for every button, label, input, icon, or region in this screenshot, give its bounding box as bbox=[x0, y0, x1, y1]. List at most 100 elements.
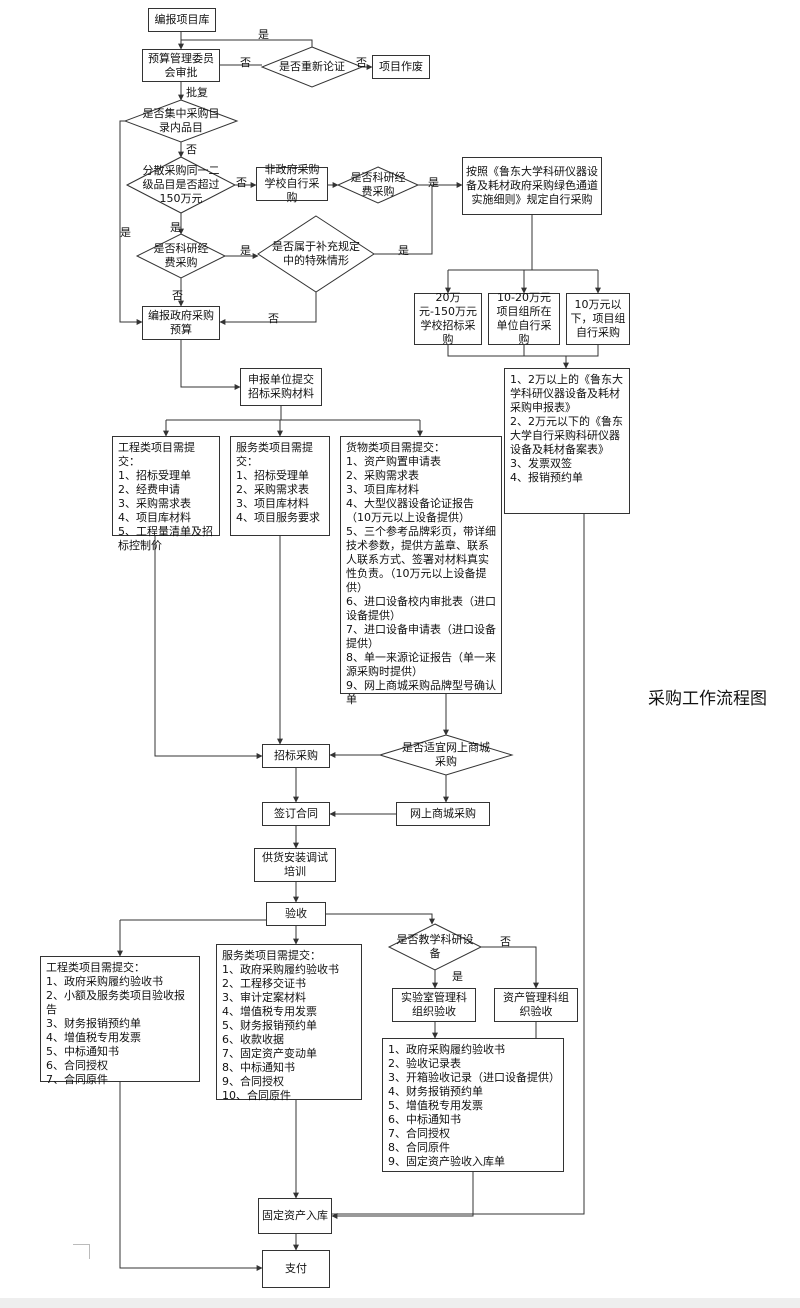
list-item: 2、采购需求表 bbox=[346, 469, 419, 482]
list-title: 服务类项目需提交： bbox=[222, 949, 321, 962]
decision-reargue-shape bbox=[260, 46, 364, 88]
list-title: 货物类项目需提交： bbox=[346, 441, 445, 454]
edge-label-no: 否 bbox=[356, 56, 367, 69]
list-item: 9、固定资产验收入库单 bbox=[388, 1155, 505, 1168]
list-item: 4、项目库材料 bbox=[118, 511, 191, 524]
connector-line bbox=[119, 1082, 263, 1271]
list-item: 3、项目库材料 bbox=[236, 497, 309, 510]
list-item: 4、增值税专用发票 bbox=[46, 1031, 141, 1044]
node-budget-approval: 预算管理委员会审批 bbox=[142, 49, 220, 82]
list-item: 5、财务报销预约单 bbox=[222, 1019, 317, 1032]
node-green-channel: 按照《鲁东大学科研仪器设备及耗材政府采购绿色通道实施细则》规定自行采购 bbox=[462, 157, 602, 215]
connector-line bbox=[154, 536, 263, 759]
node-range-10: 10万元以下，项目组自行采购 bbox=[566, 293, 630, 345]
list-item: 4、报销预约单 bbox=[510, 471, 583, 484]
list-item: 9、合同授权 bbox=[222, 1075, 284, 1088]
decision-special-case: 是否属于补充规定中的特殊情形 bbox=[272, 240, 360, 267]
connector-line bbox=[481, 946, 539, 989]
list-item: 2、工程移交证书 bbox=[222, 977, 306, 990]
list-item: 10、合同原件 bbox=[222, 1089, 291, 1102]
node-range-10-20: 10-20万元项目组所在单位自行采购 bbox=[488, 291, 560, 346]
list-item: 6、合同授权 bbox=[46, 1059, 108, 1072]
node-project-void: 项目作废 bbox=[372, 55, 430, 79]
list-item: 3、项目库材料 bbox=[346, 483, 419, 496]
node-online-mall: 网上商城采购 bbox=[396, 802, 490, 826]
node-start: 编报项目库 bbox=[148, 8, 216, 32]
list-item: 6、中标通知书 bbox=[388, 1113, 461, 1126]
edge-label-no: 否 bbox=[268, 312, 279, 325]
decision-teaching-equipment: 是否教学科研设备 bbox=[396, 933, 474, 960]
list-item: 3、发票双签 bbox=[510, 457, 572, 470]
node-fixed-asset: 固定资产入库 bbox=[258, 1198, 332, 1234]
list-item: 2、采购需求表 bbox=[236, 483, 309, 496]
edge-label-no: 否 bbox=[236, 176, 247, 189]
list-item: 1、招标受理单 bbox=[236, 469, 309, 482]
decision-sci-fund-1-shape bbox=[336, 166, 420, 204]
node-payment: 支付 bbox=[262, 1250, 330, 1288]
decision-central-catalog: 是否集中采购目录内品目 bbox=[142, 107, 220, 134]
edge-label-yes: 是 bbox=[258, 28, 269, 41]
list-item: 1、招标受理单 bbox=[118, 469, 191, 482]
decision-sci-fund-1: 是否科研经费采购 bbox=[350, 171, 406, 198]
edge-label-yes: 是 bbox=[452, 970, 463, 983]
node-supply-install: 供货安装调试培训 bbox=[254, 848, 336, 882]
node-gov-budget: 编报政府采购预算 bbox=[142, 306, 220, 340]
list-item: 1、2万以上的《鲁东大学科研仪器设备及耗材采购申报表》 bbox=[510, 373, 623, 414]
list-item: 1、政府采购履约验收书 bbox=[46, 975, 163, 988]
connector-line bbox=[374, 185, 433, 255]
node-lab-dept-accept: 实验室管理科组织验收 bbox=[392, 988, 476, 1022]
edge-label-yes: 是 bbox=[170, 221, 181, 234]
node-sign-contract: 签订合同 bbox=[262, 802, 330, 826]
list-item: 3、审计定案材料 bbox=[222, 991, 306, 1004]
list-item: 7、合同原件 bbox=[46, 1073, 108, 1086]
node-acceptance: 验收 bbox=[266, 902, 326, 926]
edge-label-no: 否 bbox=[240, 56, 251, 69]
node-submit-materials: 申报单位提交招标采购材料 bbox=[240, 368, 322, 406]
list-small-purchase: 1、2万以上的《鲁东大学科研仪器设备及耗材采购申报表》2、2万元以下的《鲁东大学… bbox=[504, 368, 630, 514]
list-title: 工程类项目需提交： bbox=[46, 961, 145, 974]
list-item: 7、进口设备申请表（进口设备提供） bbox=[346, 623, 496, 650]
edge-label-yes: 是 bbox=[398, 244, 409, 257]
connector-line bbox=[119, 120, 143, 325]
edge-label-no: 否 bbox=[172, 289, 183, 302]
list-item: 1、资产购置申请表 bbox=[346, 455, 441, 468]
edge-label-no: 否 bbox=[500, 935, 511, 948]
list-item: 2、验收记录表 bbox=[388, 1057, 461, 1070]
list-item: 5、增值税专用发票 bbox=[388, 1099, 483, 1112]
list-item: 2、小额及服务类项目验收报告 bbox=[46, 989, 185, 1016]
node-range-20-150: 20万元-150万元学校招标采购 bbox=[414, 291, 482, 346]
footer-band bbox=[0, 1298, 800, 1308]
connector-line bbox=[332, 514, 585, 1215]
list-item: 8、合同原件 bbox=[388, 1141, 450, 1154]
list-item: 9、网上商城采购品牌型号确认单 bbox=[346, 679, 496, 706]
list-item: 2、经费申请 bbox=[118, 483, 180, 496]
list-item: 3、开箱验收记录（进口设备提供） bbox=[388, 1071, 560, 1084]
list-item: 5、中标通知书 bbox=[46, 1045, 119, 1058]
node-bid-purchase: 招标采购 bbox=[262, 744, 330, 768]
list-item: 3、采购需求表 bbox=[118, 497, 191, 510]
decision-over-150: 分散采购同一二级品目是否超过150万元 bbox=[142, 164, 220, 205]
connector-line bbox=[181, 39, 313, 47]
list-item: 8、单一来源论证报告（单一来源采购时提供） bbox=[346, 651, 496, 678]
decision-online-suitable: 是否适宜网上商城采购 bbox=[402, 741, 490, 768]
connector-line bbox=[447, 345, 599, 357]
list-item: 4、大型仪器设备论证报告（10万元以上设备提供） bbox=[346, 497, 474, 524]
connector-line bbox=[326, 913, 435, 925]
connector-line bbox=[180, 340, 241, 390]
node-non-gov-self: 非政府采购学校自行采购 bbox=[256, 163, 328, 204]
list-item: 1、政府采购履约验收书 bbox=[222, 963, 339, 976]
list-item: 7、合同授权 bbox=[388, 1127, 450, 1140]
edge-label-yes: 是 bbox=[240, 244, 251, 257]
list-title: 服务类项目需提交： bbox=[236, 441, 313, 468]
list-item: 6、收款收据 bbox=[222, 1033, 284, 1046]
decision-sci-fund-2: 是否科研经费采购 bbox=[153, 242, 209, 269]
list-item: 3、财务报销预约单 bbox=[46, 1017, 141, 1030]
list-item: 2、2万元以下的《鲁东大学自行采购科研仪器设备及耗材备案表》 bbox=[510, 415, 623, 456]
list-item: 4、财务报销预约单 bbox=[388, 1085, 483, 1098]
